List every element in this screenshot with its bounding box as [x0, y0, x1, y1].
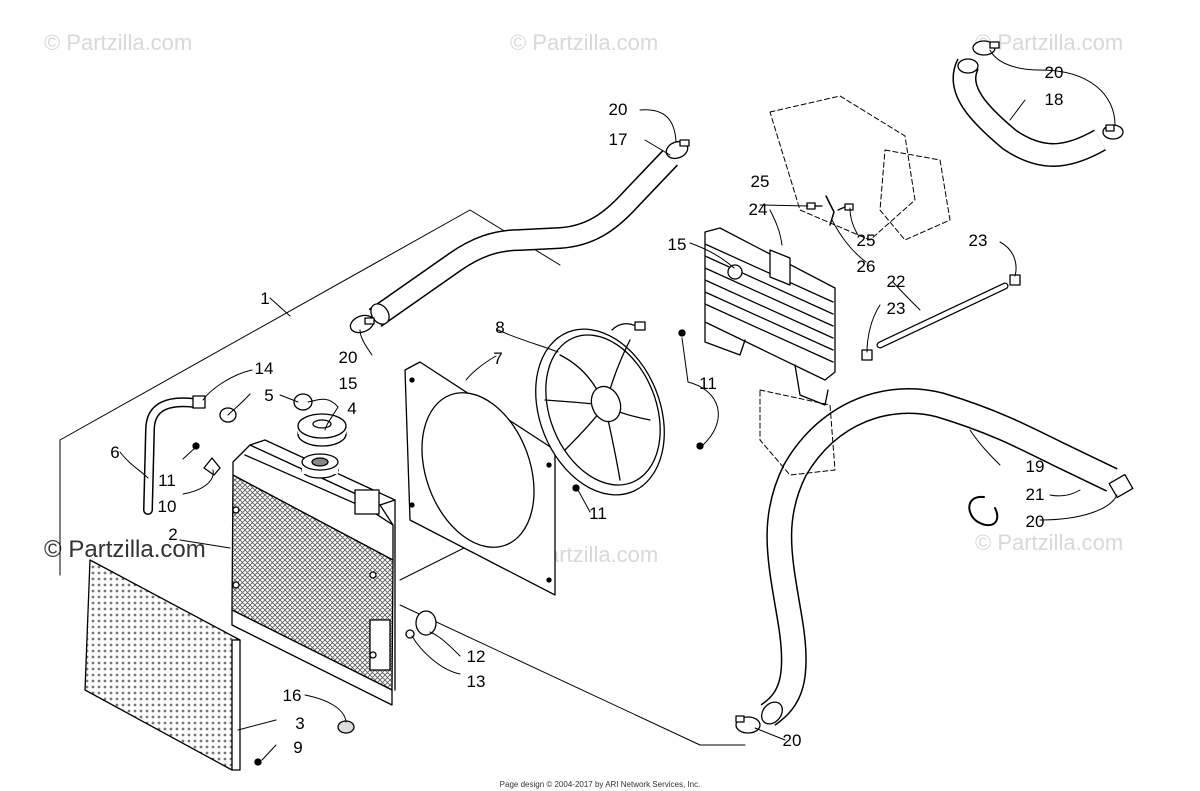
callout-20-left: 20 [339, 348, 358, 367]
callout-13: 13 [467, 672, 486, 691]
watermark: © Partzilla.com [975, 530, 1124, 555]
hose-18 [958, 59, 1100, 155]
callout-11-shroud: 11 [589, 504, 607, 523]
callout-20-right: 20 [1026, 512, 1045, 531]
callout-10: 10 [158, 497, 177, 516]
oil-cooler-24 [705, 228, 835, 405]
tube-22 [880, 286, 1005, 345]
watermark: © Partzilla.com [44, 30, 193, 55]
callout-19: 19 [1026, 457, 1045, 476]
lower-hose-19 [757, 401, 1112, 728]
callout-15-radiator: 15 [339, 374, 358, 393]
leader-lines [120, 50, 1117, 760]
callout-25-left: 25 [751, 172, 770, 191]
callout-17: 17 [609, 130, 628, 149]
cooling-fan-8 [512, 310, 688, 514]
radiator-cap-4 [298, 414, 346, 446]
bracket-26 [826, 196, 834, 225]
screw-9 [255, 759, 261, 765]
callout-23-top: 23 [969, 231, 988, 250]
drain-plug-12 [406, 611, 436, 638]
hose-clamp [348, 312, 376, 335]
clip-10 [204, 458, 220, 475]
callout-15-cooler: 15 [668, 235, 687, 254]
radiator-screen-3 [85, 560, 240, 770]
radiator-2 [232, 440, 395, 705]
hose-clamp [664, 139, 690, 162]
callout-1: 1 [260, 289, 269, 308]
nut-15 [294, 394, 312, 410]
callout-9: 9 [293, 738, 302, 757]
callout-20-top-right: 20 [1045, 63, 1064, 82]
hose-clamp [973, 41, 999, 55]
hose-clamp [736, 716, 760, 733]
hose-clamp [1109, 475, 1133, 498]
callout-22: 22 [887, 272, 906, 291]
callout-11-fan: 11 [699, 374, 717, 393]
fan-shroud-7 [402, 362, 555, 595]
callout-18: 18 [1045, 90, 1064, 109]
callout-8: 8 [495, 318, 504, 337]
callout-6: 6 [110, 443, 119, 462]
bolt-25 [807, 203, 853, 210]
screw-11 [193, 330, 703, 491]
watermark: © Partzilla.com [44, 536, 206, 563]
callout-5: 5 [264, 386, 273, 405]
callout-3: 3 [295, 714, 304, 733]
fitting-14 [193, 396, 205, 408]
callout-16: 16 [283, 686, 302, 705]
callout-2: 2 [168, 525, 177, 544]
hose-6 [148, 402, 195, 510]
page-footer: Page design © 2004-2017 by ARI Network S… [499, 780, 701, 789]
callout-21: 21 [1026, 485, 1045, 504]
watermark: © Partzilla.com [510, 30, 659, 55]
callout-7: 7 [493, 349, 502, 368]
callout-labels: 1 2 3 4 5 6 7 8 9 10 11 11 11 12 13 14 1… [110, 63, 1063, 757]
hose-clamp [1103, 125, 1123, 139]
spring-clip-21 [969, 497, 997, 525]
upper-hose-17 [367, 158, 670, 328]
callout-20-bottom: 20 [783, 731, 802, 750]
callout-24: 24 [749, 200, 768, 219]
callout-25-right: 25 [857, 231, 876, 250]
watermark: © Partzilla.com [975, 30, 1124, 55]
callout-26: 26 [857, 257, 876, 276]
grommet-16 [338, 721, 354, 733]
callout-23-lower: 23 [887, 299, 906, 318]
callout-11-left: 11 [158, 471, 176, 490]
callout-14: 14 [255, 359, 274, 378]
callout-20-upper: 20 [609, 100, 628, 119]
engine-bracket-reference [760, 96, 950, 475]
callout-12: 12 [467, 647, 486, 666]
callout-4: 4 [347, 399, 356, 418]
